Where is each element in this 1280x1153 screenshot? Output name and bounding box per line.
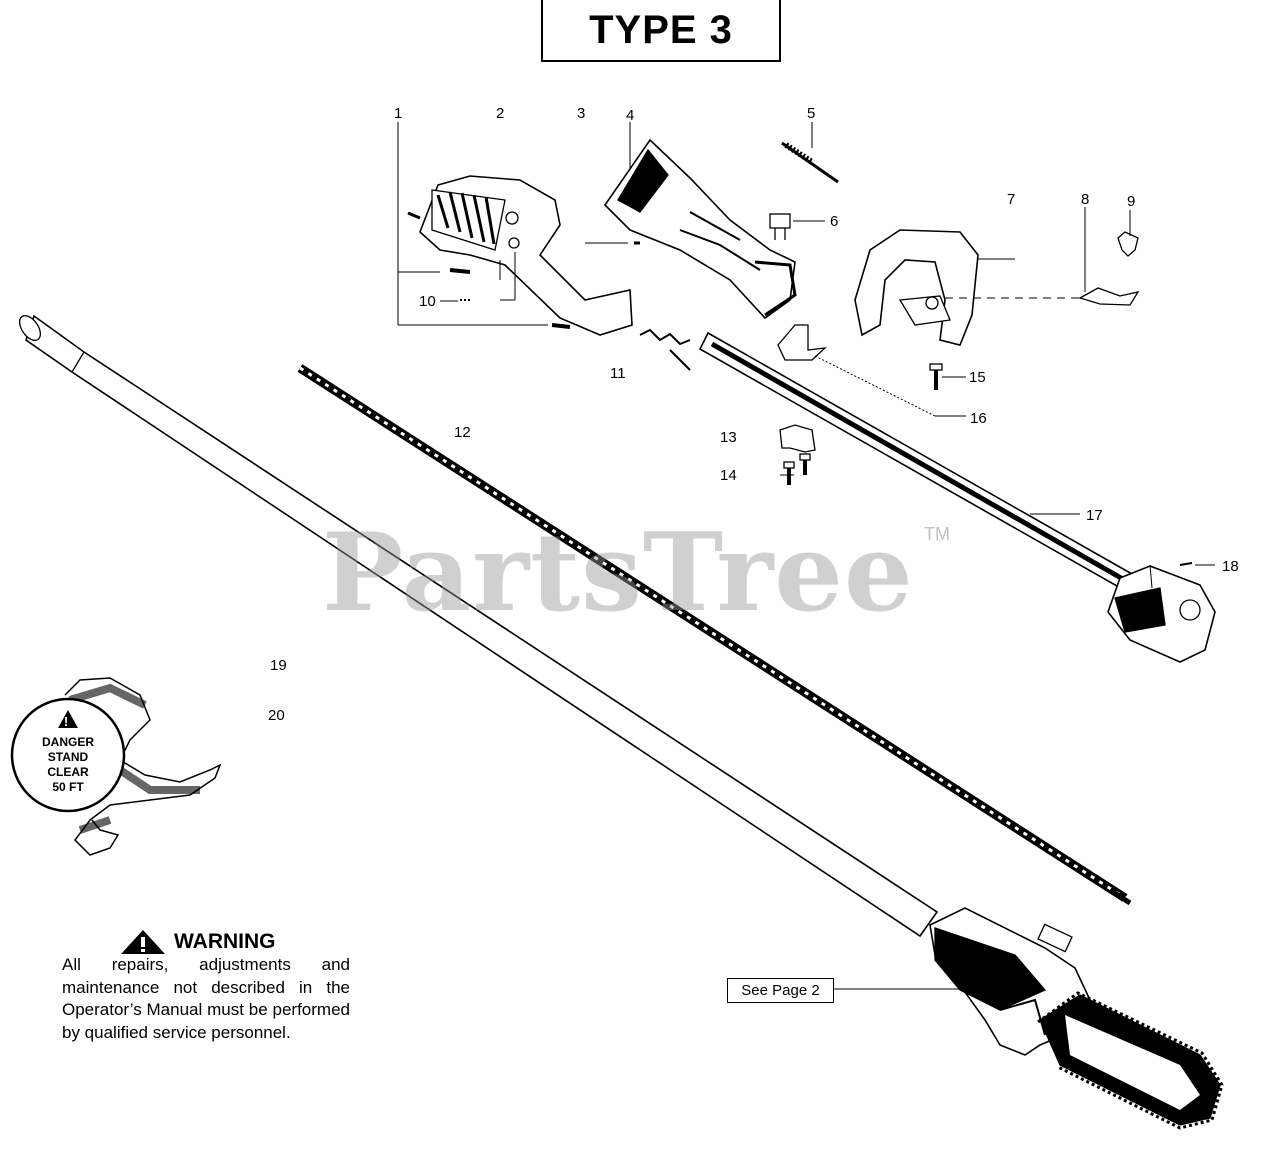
part-14-screws: [783, 453, 811, 485]
part-16-clamp: [777, 324, 827, 361]
callout-11: 11: [610, 365, 626, 382]
danger-label-text: DANGER STAND CLEAR 50 FT: [18, 735, 118, 795]
coupler-housing: [1107, 562, 1216, 663]
callout-12: 12: [454, 424, 471, 441]
svg-text:!: !: [64, 714, 68, 729]
part-2-rear-housing: [419, 175, 633, 336]
danger-line-2: STAND: [47, 750, 89, 764]
part-9-clamp: [1117, 231, 1139, 257]
callout-15: 15: [969, 369, 986, 386]
callout-2: 2: [496, 105, 505, 122]
watermark-trademark: TM: [924, 524, 950, 544]
part-13-clamp: [779, 424, 816, 453]
part-8-bracket: [1078, 287, 1140, 306]
callout-9: 9: [1127, 193, 1136, 210]
warning-body: All repairs, adjustments and maintenance…: [62, 955, 350, 1042]
see-page-reference: See Page 2: [727, 978, 834, 1003]
callout-5: 5: [807, 105, 816, 122]
part-5-bolt: [781, 141, 839, 184]
callout-19: 19: [270, 657, 287, 674]
part-6-clip: [769, 213, 791, 240]
part-15-screw: [929, 363, 943, 390]
callout-4: 4: [626, 107, 635, 124]
callout-1: 1: [394, 105, 403, 122]
part-19-danger-label: !: [10, 697, 126, 813]
callout-18: 18: [1222, 558, 1239, 575]
callout-17: 17: [1086, 507, 1103, 524]
warning-heading: WARNING: [120, 928, 276, 956]
part-11-spring: [639, 328, 691, 371]
part-19-shaft-tube: [18, 314, 939, 938]
callout-14: 14: [720, 467, 737, 484]
callout-7: 7: [1007, 191, 1016, 208]
part-12-drive-cable: [297, 364, 1132, 906]
part-4-engine-housing: [603, 138, 797, 320]
danger-line-3: CLEAR: [47, 765, 89, 779]
callout-8: 8: [1081, 191, 1090, 208]
callout-16: 16: [970, 410, 987, 427]
callout-3: 3: [577, 105, 586, 122]
part-7-loop-handle: [854, 229, 979, 346]
warning-heading-text: WARNING: [174, 930, 276, 953]
part-20-harness-strap: [64, 677, 222, 856]
callout-20: 20: [268, 707, 285, 724]
warning-triangle-icon: [121, 930, 165, 954]
danger-line-1: DANGER: [41, 735, 94, 749]
callout-10: 10: [419, 293, 436, 310]
leader-lines: [397, 122, 1215, 990]
pole-saw-head: [929, 907, 1224, 1130]
diagram-title: TYPE 3: [541, 0, 781, 62]
watermark: PartsTree: [322, 510, 914, 636]
small-screws: [407, 211, 640, 329]
callout-6: 6: [830, 213, 839, 230]
danger-line-4: 50 FT: [52, 780, 84, 794]
callout-13: 13: [720, 429, 737, 446]
